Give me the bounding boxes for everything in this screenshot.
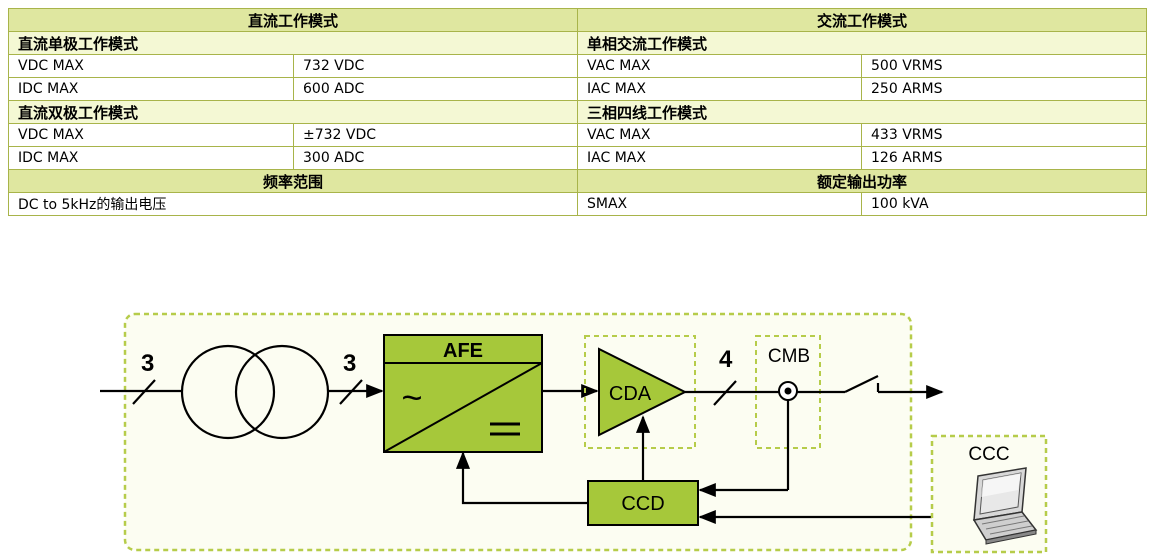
dc-label-cell: VDC MAX [8,123,294,147]
afe-block: AFE ~ [383,334,543,453]
ccc-label: CCC [968,444,1009,465]
output-phases-label: 4 [719,346,733,373]
table-row: IDC MAX 300 ADC IAC MAX 126 ARMS [8,146,1148,170]
dc-label-cell: IDC MAX [8,146,294,170]
rated-power-header: 额定输出功率 [577,169,1148,193]
cda-amplifier: CDA [598,347,688,437]
table-row: IDC MAX 600 ADC IAC MAX 250 ARMS [8,77,1148,101]
dc-value-cell: 600 ADC [292,77,579,101]
current-sensor-icon [778,381,798,401]
transformer-phase-slash [339,379,363,405]
block-diagram: 3 3 AFE ~ CDA 4 CMB [100,312,1048,554]
output-phase-slash [713,380,737,406]
afe-label: AFE [443,340,483,362]
ac-mode-header: 交流工作模式 [577,8,1148,32]
cda-label: CDA [609,383,652,405]
dc-mode-header: 直流工作模式 [7,8,579,32]
afe-dc-symbol [490,422,520,436]
dc-value-cell: ±732 VDC [292,123,579,147]
ccd-label: CCD [621,493,664,515]
input-phase-slash [132,379,156,405]
cmb-label: CMB [768,346,810,367]
table-row: VDC MAX ±732 VDC VAC MAX 433 VRMS [8,123,1148,147]
dc-bipolar-title: 直流双极工作模式 [7,100,579,124]
ac-label-cell: VAC MAX [577,123,863,147]
frequency-value-cell: DC to 5kHz的输出电压 [7,192,579,216]
table-row: VDC MAX 732 VDC VAC MAX 500 VRMS [8,54,1148,78]
output-switch-icon [844,375,880,393]
specification-table: 直流工作模式 交流工作模式 直流单极工作模式 单相交流工作模式 VDC MAX … [7,8,1148,216]
dc-unipolar-title: 直流单极工作模式 [7,31,579,55]
ac-value-cell: 126 ARMS [861,146,1148,170]
frequency-range-header: 频率范围 [7,169,579,193]
ac-label-cell: VAC MAX [577,54,863,78]
power-value-cell: 100 kVA [861,192,1148,216]
power-label-cell: SMAX [577,192,863,216]
dc-label-cell: VDC MAX [8,54,294,78]
table-row: DC to 5kHz的输出电压 SMAX 100 kVA [7,192,1148,216]
ccd-to-afe-line [455,451,588,505]
input-phases-label: 3 [141,350,154,377]
ccd-block: CCD [587,480,699,526]
ac-three-phase-title: 三相四线工作模式 [577,100,1148,124]
dc-value-cell: 732 VDC [292,54,579,78]
ac-value-cell: 500 VRMS [861,54,1148,78]
laptop-icon [972,467,1038,545]
ac-value-cell: 250 ARMS [861,77,1148,101]
afe-ac-symbol: ~ [401,377,422,418]
ac-value-cell: 433 VRMS [861,123,1148,147]
dc-label-cell: IDC MAX [8,77,294,101]
dc-value-cell: 300 ADC [292,146,579,170]
transformer-phases-label: 3 [343,350,356,377]
ac-label-cell: IAC MAX [577,77,863,101]
ac-label-cell: IAC MAX [577,146,863,170]
ac-single-phase-title: 单相交流工作模式 [577,31,1148,55]
